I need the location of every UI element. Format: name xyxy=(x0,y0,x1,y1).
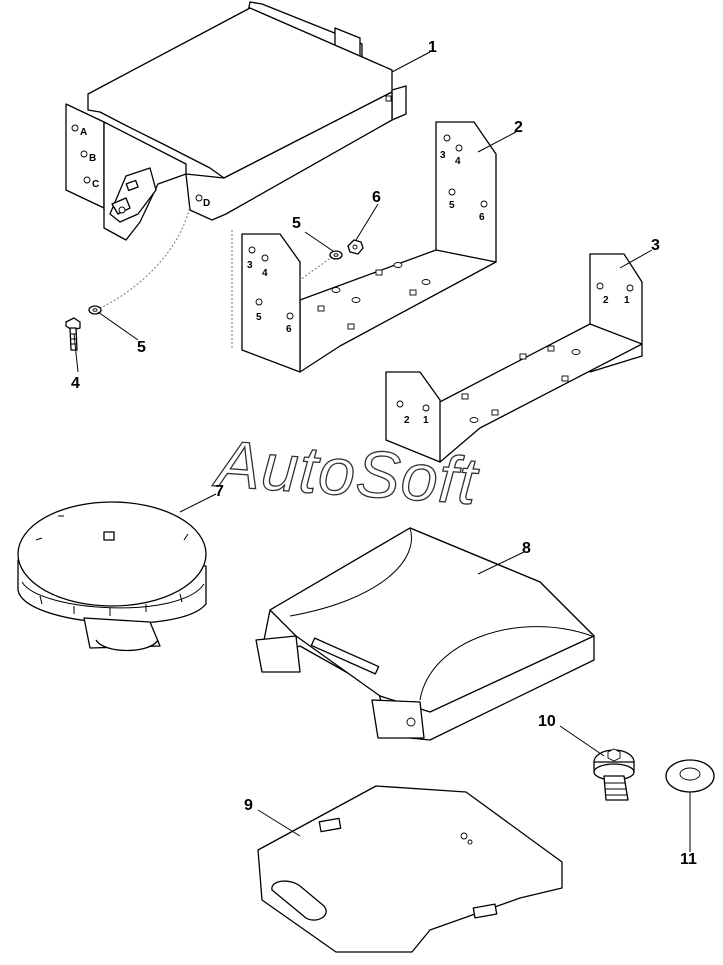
hole-label-2-4: 4 xyxy=(455,156,461,167)
hole-label-3-1b: 1 xyxy=(423,415,429,426)
assembly-leader-line xyxy=(299,253,337,281)
callout-9: 9 xyxy=(244,797,253,814)
part-2-u-bracket xyxy=(241,121,497,373)
part-3-lower-bracket xyxy=(385,253,643,463)
hole-label-a: A xyxy=(80,127,87,138)
part-9-mounting-plate xyxy=(257,785,563,953)
callout-3: 3 xyxy=(651,237,660,254)
callout-10: 10 xyxy=(538,713,556,730)
hole-label-3-1: 1 xyxy=(624,295,630,306)
hole-label-2-3b: 3 xyxy=(247,260,253,271)
part-10-screw xyxy=(593,748,635,801)
hole-label-2-3: 3 xyxy=(440,150,446,161)
hole-label-3-2b: 2 xyxy=(404,415,410,426)
callout-1: 1 xyxy=(428,39,437,56)
hole-label-b: B xyxy=(89,153,96,164)
part-11-flat-washer xyxy=(665,759,715,793)
part-5-washer xyxy=(329,250,343,260)
hole-label-c: C xyxy=(92,179,99,190)
hole-label-3-2: 2 xyxy=(603,295,609,306)
hole-label-2-6: 6 xyxy=(479,212,485,223)
part-1-mounting-bracket xyxy=(65,1,407,241)
hole-label-2-5b: 5 xyxy=(256,312,262,323)
callout-6: 6 xyxy=(372,189,381,206)
part-6-nut xyxy=(347,239,364,255)
hole-label-2-4b: 4 xyxy=(262,268,268,279)
callout-5: 5 xyxy=(292,215,301,232)
callout-8: 8 xyxy=(522,540,531,557)
part-8-module-housing xyxy=(255,527,595,741)
callout-7: 7 xyxy=(215,483,224,500)
hole-label-2-6b: 6 xyxy=(286,324,292,335)
callout-11: 11 xyxy=(680,851,697,868)
part-4-bolt xyxy=(65,317,81,351)
callout-4: 4 xyxy=(71,375,80,392)
callout-2: 2 xyxy=(514,119,523,136)
callout-5: 5 xyxy=(137,339,146,356)
hole-label-2-5: 5 xyxy=(449,200,455,211)
part-7-receiver-dome xyxy=(17,501,207,652)
assembly-leader-line xyxy=(95,205,191,311)
hole-label-d: D xyxy=(203,198,210,209)
